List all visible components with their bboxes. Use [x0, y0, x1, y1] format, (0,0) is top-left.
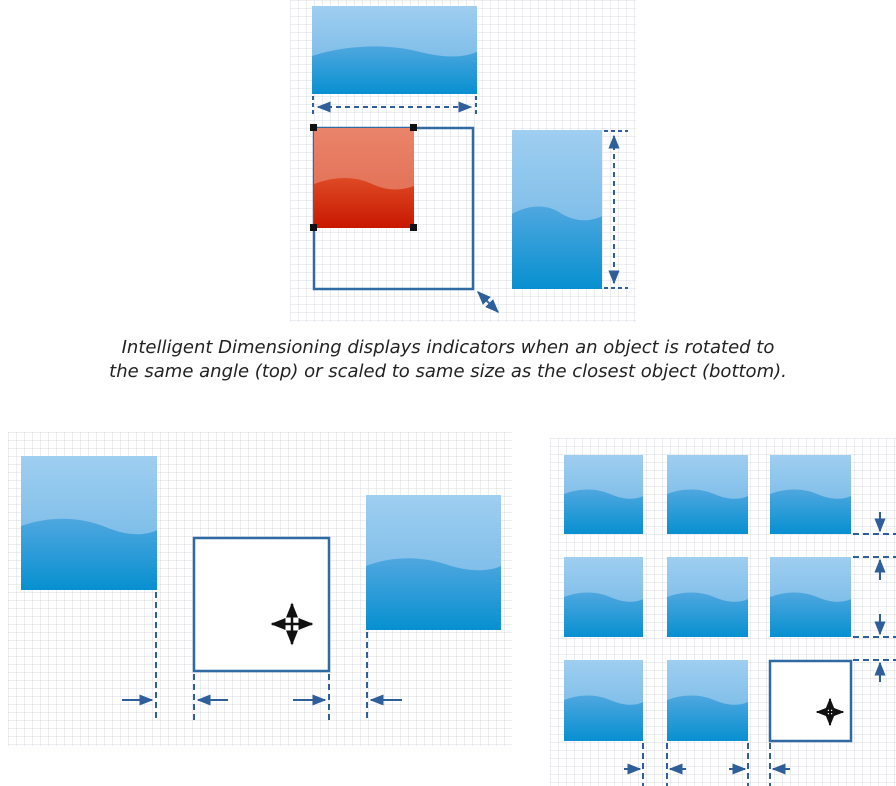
vertical-spacing-guides [853, 512, 896, 682]
grid-tile [564, 455, 643, 534]
caption-line-2: the same angle (top) or scaled to same s… [109, 361, 787, 382]
wave-tile-right [366, 495, 501, 630]
caption-line-1: Intelligent Dimensioning displays indica… [121, 337, 775, 358]
height-dimension-guide [604, 130, 628, 289]
grid-tile [667, 557, 748, 637]
move-cursor-icon [270, 602, 314, 646]
move-cursor-icon [815, 697, 845, 727]
grid-tile [564, 557, 643, 637]
grid-tile [770, 557, 851, 637]
bottom-right-figure [564, 455, 896, 786]
width-dimension-guide [312, 96, 477, 116]
grid-tile [770, 455, 851, 534]
top-figure [310, 6, 628, 313]
grid-tile [564, 660, 643, 741]
grid-tile [667, 455, 748, 534]
moving-outline [192, 536, 331, 673]
wave-tile-wide [312, 6, 477, 94]
selected-object-red[interactable] [314, 128, 414, 228]
grid-tile [667, 660, 748, 741]
selection-handles[interactable] [310, 124, 417, 231]
moving-outline-small [768, 659, 853, 743]
bottom-left-figure [21, 456, 501, 722]
wave-tile-left [21, 456, 157, 590]
figure-caption: Intelligent Dimensioning displays indica… [0, 336, 896, 384]
wave-tile-tall [512, 130, 602, 289]
horizontal-spacing-guides [624, 743, 790, 786]
resize-cursor-icon [477, 291, 499, 313]
spacing-guides-left [122, 592, 402, 722]
